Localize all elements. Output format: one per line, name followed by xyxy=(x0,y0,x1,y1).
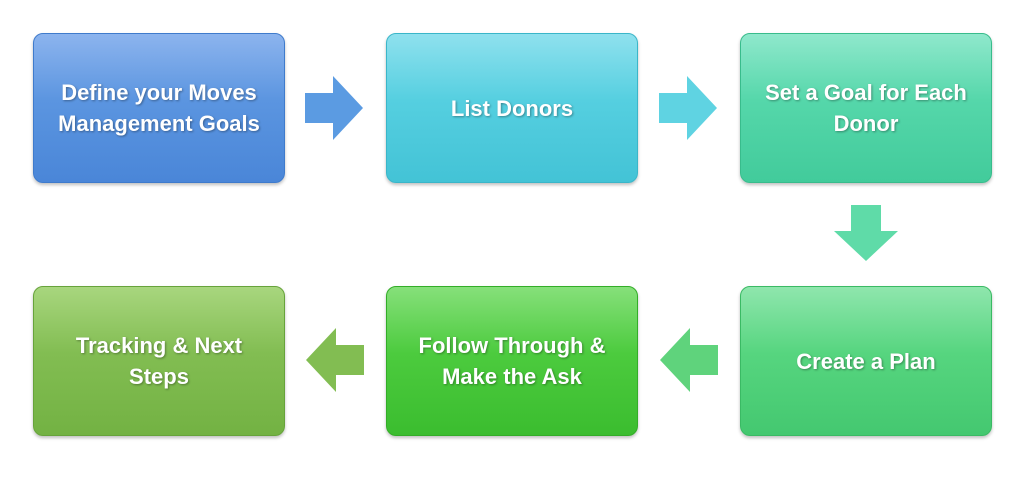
step-label: Define your Moves Management Goals xyxy=(58,77,260,139)
step-label-line: Follow Through & xyxy=(418,333,606,358)
step-create-plan: Create a Plan xyxy=(740,286,992,436)
step-label: List Donors xyxy=(451,93,573,124)
arrow-left-icon xyxy=(660,328,718,392)
step-list-donors: List Donors xyxy=(386,33,638,183)
step-label-line: List Donors xyxy=(450,95,574,121)
arrow-shape xyxy=(305,76,363,140)
step-label-line: Donor xyxy=(833,111,899,136)
step-label-line: Steps xyxy=(129,364,189,389)
arrow-shape xyxy=(660,328,718,392)
arrow-right-icon xyxy=(659,76,717,140)
step-label-line: Tracking & Next xyxy=(75,333,243,358)
step-label-line: Make the Ask xyxy=(442,364,582,389)
arrow-left-icon xyxy=(306,328,364,392)
arrow-down-icon xyxy=(834,205,898,261)
step-set-goal: Set a Goal for Each Donor xyxy=(740,33,992,183)
step-label-line: Create a Plan xyxy=(796,348,936,374)
arrow-shape xyxy=(834,205,898,261)
arrow-right-icon xyxy=(305,76,363,140)
step-label-line: Define your Moves xyxy=(61,80,257,105)
step-label: Tracking & Next Steps xyxy=(76,330,242,392)
step-tracking: Tracking & Next Steps xyxy=(33,286,285,436)
step-label-line: Management Goals xyxy=(58,111,260,136)
step-define-goals: Define your Moves Management Goals xyxy=(33,33,285,183)
step-follow-through: Follow Through & Make the Ask xyxy=(386,286,638,436)
step-label: Set a Goal for Each Donor xyxy=(765,77,967,139)
arrow-shape xyxy=(659,76,717,140)
arrow-shape xyxy=(306,328,364,392)
step-label: Follow Through & Make the Ask xyxy=(419,330,606,392)
step-label-line: Set a Goal for Each xyxy=(765,80,967,105)
step-label: Create a Plan xyxy=(796,346,935,377)
